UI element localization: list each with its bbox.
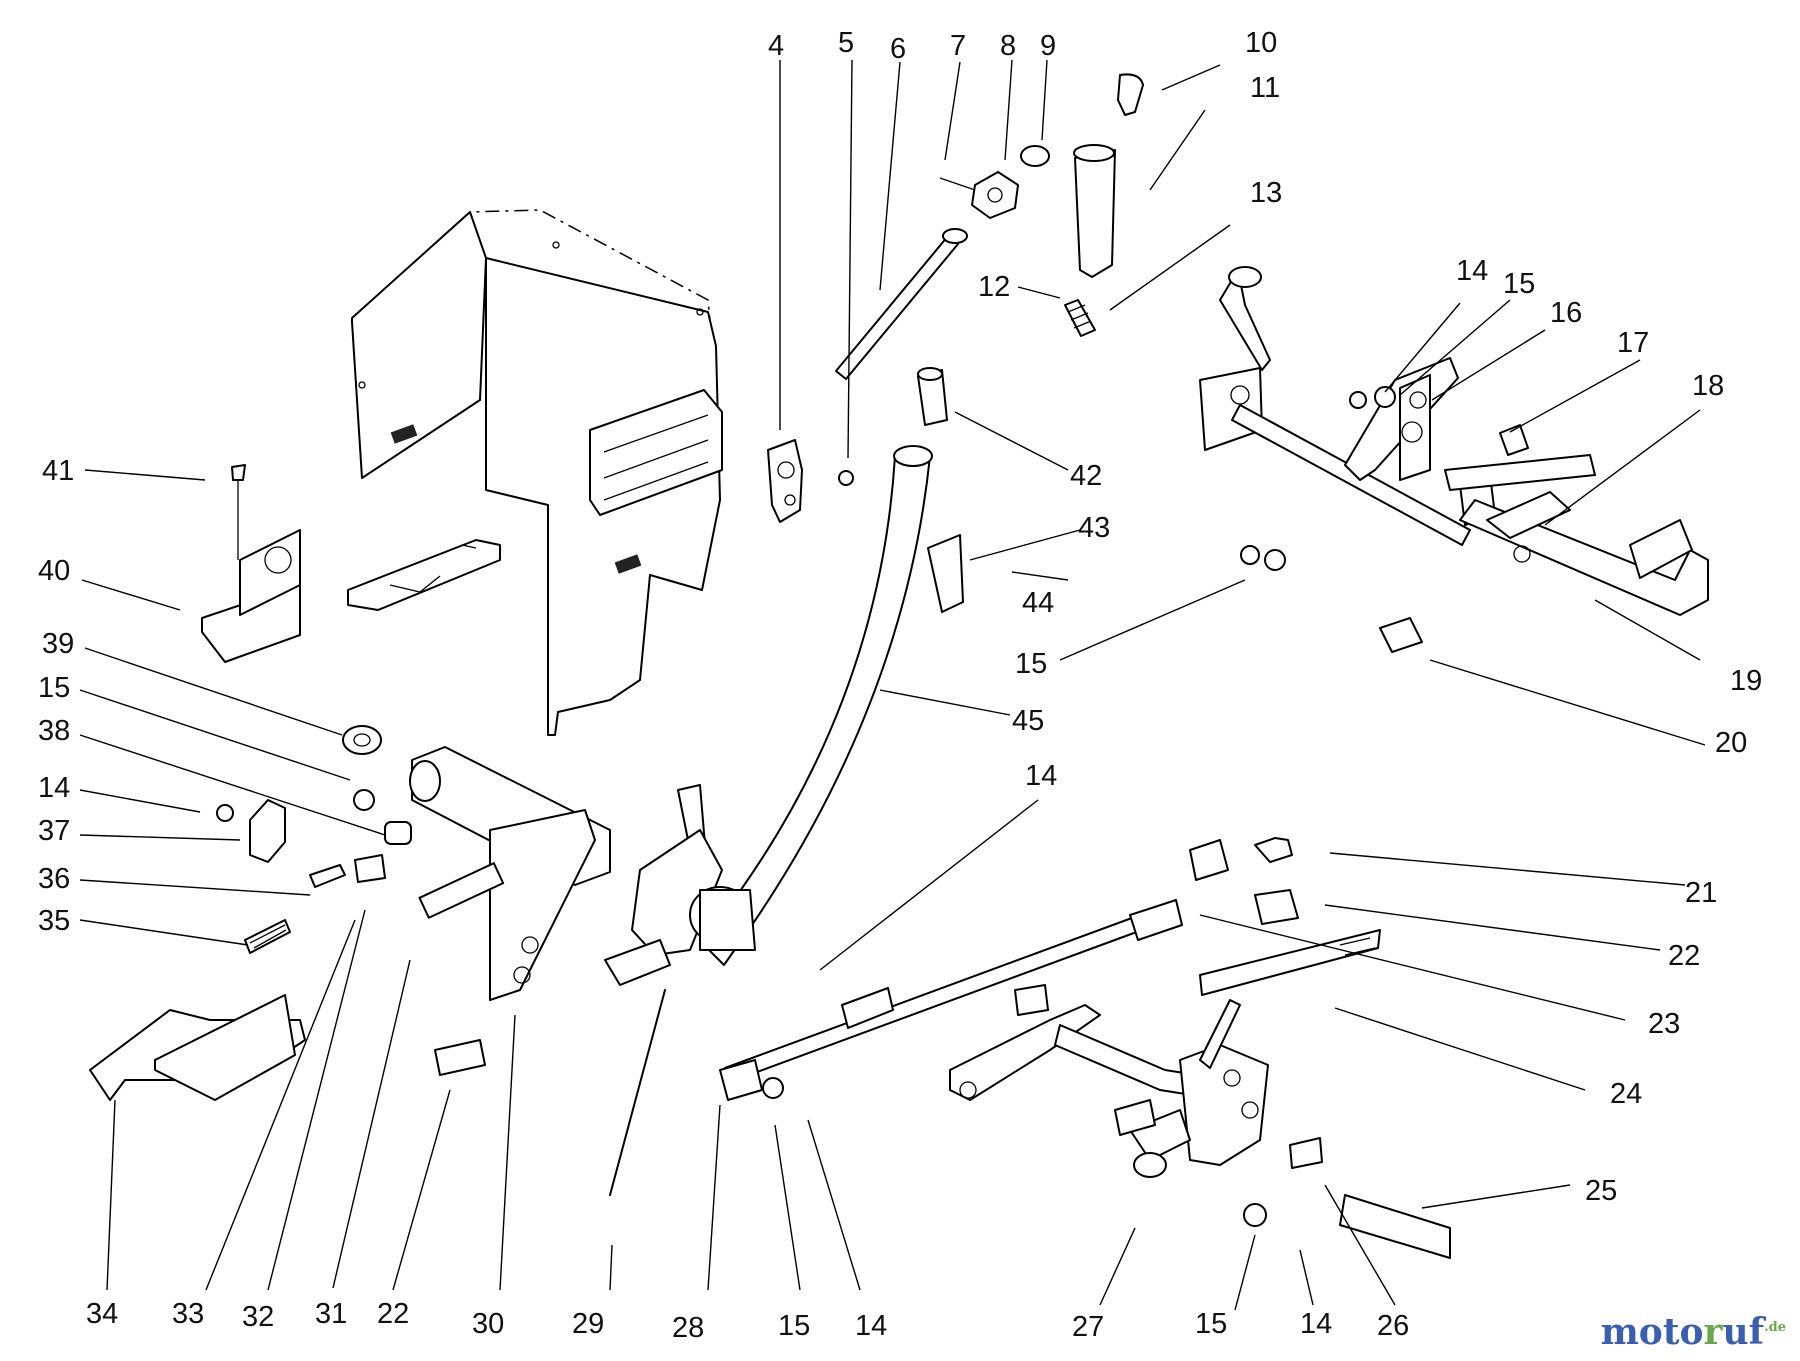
callout-16: 16 [1550, 297, 1582, 329]
callout-7: 7 [950, 30, 966, 62]
callout-21: 21 [1685, 877, 1717, 909]
callout-20: 20 [1715, 727, 1747, 759]
callout-40: 40 [38, 555, 70, 587]
upper-rod-parts [835, 73, 1144, 426]
callout-15-lowright: 15 [1195, 1308, 1227, 1340]
callout-25: 25 [1585, 1175, 1617, 1207]
callout-28: 28 [672, 1312, 704, 1344]
callout-6: 6 [890, 33, 906, 65]
callout-23: 23 [1648, 1008, 1680, 1040]
callout-14-bottom: 14 [855, 1310, 887, 1342]
callout-27: 27 [1072, 1311, 1104, 1343]
callout-29: 29 [572, 1308, 604, 1340]
callout-17: 17 [1617, 327, 1649, 359]
callout-15-top: 15 [1503, 268, 1535, 300]
callout-15-left: 15 [38, 672, 70, 704]
callout-labels: 4 5 6 7 8 9 10 11 12 13 14 15 16 17 18 1… [38, 27, 1762, 1344]
callout-12: 12 [978, 271, 1010, 303]
base-bracket [604, 784, 756, 1196]
callout-18: 18 [1692, 370, 1724, 402]
callout-38: 38 [38, 715, 70, 747]
right-upper-assembly [1199, 266, 1709, 653]
callout-34: 34 [86, 1298, 118, 1330]
watermark-part3: uf [1722, 1311, 1765, 1353]
callout-36: 36 [38, 863, 70, 895]
callout-22-right: 22 [1668, 940, 1700, 972]
callout-11: 11 [1250, 72, 1280, 104]
callout-32: 32 [242, 1301, 274, 1333]
callout-14-left: 14 [38, 772, 70, 804]
callout-5: 5 [838, 27, 854, 59]
callout-9: 9 [1040, 30, 1056, 62]
watermark-part1: moto [1600, 1311, 1704, 1353]
left-parts [201, 464, 611, 1001]
callout-35: 35 [38, 905, 70, 937]
right-lower-assembly [949, 984, 1451, 1259]
callout-4: 4 [768, 30, 784, 62]
leader-lines [79, 59, 1706, 1311]
callout-15-bottom: 15 [778, 1310, 810, 1342]
callout-15-mid: 15 [1015, 648, 1047, 680]
shift-lever-45 [703, 445, 964, 966]
motoruf-watermark: motoruf.de [1601, 1311, 1786, 1353]
callout-41: 41 [42, 455, 74, 487]
console-shroud [347, 209, 723, 736]
callout-26: 26 [1377, 1310, 1409, 1342]
callout-14-top: 14 [1456, 255, 1488, 287]
callout-19: 19 [1730, 665, 1762, 697]
callout-10: 10 [1245, 27, 1277, 59]
bracket-4 [767, 439, 854, 523]
callout-24: 24 [1610, 1078, 1642, 1110]
callout-30: 30 [472, 1308, 504, 1340]
callout-39: 39 [42, 628, 74, 660]
linkage-rods [719, 837, 1381, 1101]
callout-14-lowright: 14 [1300, 1308, 1332, 1340]
callout-13: 13 [1250, 177, 1282, 209]
spring-plate [89, 854, 505, 1101]
watermark-tld: .de [1764, 1320, 1786, 1335]
callout-37: 37 [38, 815, 70, 847]
watermark-part2: r [1703, 1311, 1723, 1353]
callout-8: 8 [1000, 30, 1016, 62]
callout-22-left: 22 [377, 1298, 409, 1330]
callout-33: 33 [172, 1298, 204, 1330]
callout-31: 31 [315, 1298, 347, 1330]
callout-42: 42 [1070, 460, 1102, 492]
callout-14-mid: 14 [1025, 760, 1057, 792]
callout-44: 44 [1022, 587, 1054, 619]
callout-43: 43 [1078, 512, 1110, 544]
callout-45: 45 [1012, 705, 1044, 737]
